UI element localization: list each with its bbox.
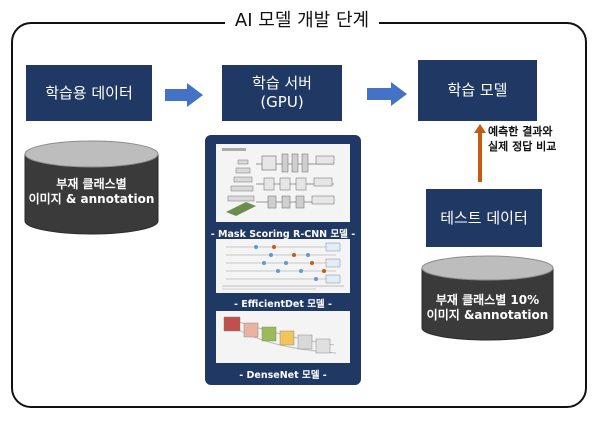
model-architectures-panel: - Mask Scoring R-CNN 모델 - xyxy=(205,135,361,385)
arrow-up-icon xyxy=(474,124,486,182)
test-dataset-label: 부재 클래스별 10% 이미지 &annotation xyxy=(426,293,549,322)
arrow-right-icon xyxy=(165,83,203,107)
test-dataset-cylinder: 부재 클래스별 10% 이미지 &annotation xyxy=(421,255,554,341)
efficientdet-caption: - EfficientDet 모델 - xyxy=(234,299,332,310)
training-dataset-cylinder: 부재 클래스별 이미지 & annotation xyxy=(24,140,159,235)
trained-model-box: 학습 모델 xyxy=(418,60,537,121)
efficientdet-figure xyxy=(216,239,350,293)
mask-scoring-rcnn-figure xyxy=(216,144,350,222)
test-data-box: 테스트 데이터 xyxy=(426,189,542,247)
densenet-figure xyxy=(216,311,350,363)
training-data-box: 학습용 데이터 xyxy=(26,65,152,121)
training-server-box: 학습 서버 (GPU) xyxy=(222,65,342,121)
diagram-title: AI 모델 개발 단계 xyxy=(0,6,604,32)
mask-scoring-rcnn-caption: - Mask Scoring R-CNN 모델 - xyxy=(210,229,356,240)
training-dataset-label: 부재 클래스별 이미지 & annotation xyxy=(28,177,155,206)
arrow-right-icon xyxy=(367,82,407,106)
densenet-caption: - DenseNet 모델 - xyxy=(239,370,327,381)
compare-note: 예측한 결과와 실제 정답 비교 xyxy=(488,125,557,153)
